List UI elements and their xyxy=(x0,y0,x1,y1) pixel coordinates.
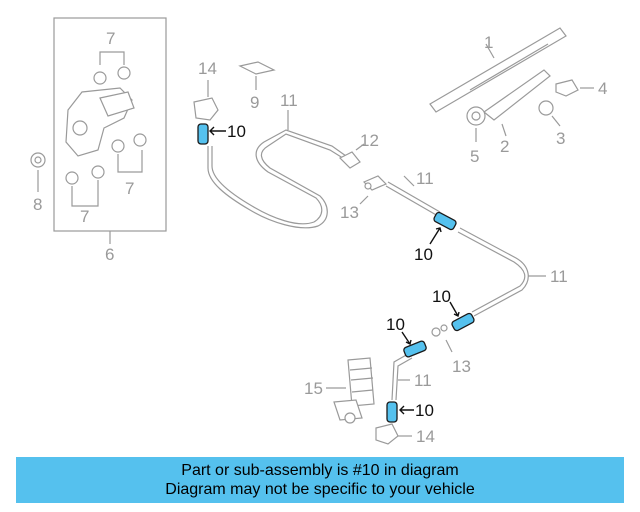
callout-7b: 7 xyxy=(125,179,134,198)
clip-9: 9 xyxy=(238,61,276,112)
connector-13-lower: 13 xyxy=(431,324,471,376)
callout-5: 5 xyxy=(470,147,479,166)
callout-3: 3 xyxy=(556,129,565,148)
nozzle-14-lower: 14 xyxy=(375,423,435,446)
grommet-right xyxy=(111,139,125,153)
label-10-a: 10 xyxy=(227,122,246,141)
hose-lower-long: 11 xyxy=(457,227,568,317)
grommet-lower xyxy=(65,171,79,185)
callout-11d: 11 xyxy=(414,371,432,390)
hose-joint-10-d[interactable] xyxy=(403,340,427,358)
callout-14b: 14 xyxy=(416,427,435,446)
motor-cap-4 xyxy=(555,79,579,97)
pointer-10-a xyxy=(209,126,226,136)
label-10-d: 10 xyxy=(386,315,405,334)
wiper-arm-group: 1 5 2 4 3 xyxy=(429,27,607,166)
leader-7b xyxy=(117,150,143,173)
pump-15: 15 xyxy=(304,357,375,424)
hose-joint-10-e[interactable] xyxy=(386,401,398,423)
hose-loop-upper: 11 xyxy=(207,91,347,229)
pointer-10-d xyxy=(401,331,412,346)
label-10-c: 10 xyxy=(432,287,451,306)
label-10-b: 10 xyxy=(414,245,433,264)
valve-12: 12 xyxy=(338,131,379,169)
callout-7c: 7 xyxy=(80,207,89,226)
callout-7a: 7 xyxy=(106,29,115,48)
leader-7a xyxy=(99,51,125,65)
hose-middle: 11 xyxy=(385,169,441,217)
pointer-10-e xyxy=(399,405,414,415)
hose-joint-10-a[interactable] xyxy=(197,123,209,145)
banner-line-1: Part or sub-assembly is #10 in diagram xyxy=(181,462,459,479)
nut-8: 8 xyxy=(30,152,46,214)
nozzle-14-upper: 14 xyxy=(193,59,219,121)
callout-6: 6 xyxy=(105,245,114,264)
motor-shaft xyxy=(72,120,88,136)
callout-9: 9 xyxy=(250,93,259,112)
callout-8: 8 xyxy=(33,195,42,214)
wiper-arm xyxy=(482,69,551,121)
bolt-upper-right xyxy=(117,66,131,80)
motor-assembly-group: 7 7 7 6 xyxy=(53,17,167,264)
pointer-10-b xyxy=(429,227,442,245)
bolt-lower xyxy=(91,165,105,179)
callout-1: 1 xyxy=(484,33,493,52)
bolt-right xyxy=(133,133,147,147)
hose-joint-10-b[interactable] xyxy=(433,211,457,231)
callout-13a: 13 xyxy=(340,203,359,222)
banner-line-2: Diagram may not be specific to your vehi… xyxy=(165,481,475,498)
motor-housing xyxy=(99,91,135,117)
grommet-3 xyxy=(538,100,554,116)
connector-13-upper: 13 xyxy=(340,175,388,222)
part-10-highlights[interactable]: 10 10 10 10 10 xyxy=(197,122,475,423)
wiper-blade xyxy=(429,27,567,113)
callout-11b: 11 xyxy=(416,169,434,188)
callout-11c: 11 xyxy=(550,267,568,286)
info-banner: Part or sub-assembly is #10 in diagram D… xyxy=(16,457,624,503)
callout-12: 12 xyxy=(360,131,379,150)
pointer-10-c xyxy=(449,301,460,318)
hose-joint-10-c[interactable] xyxy=(451,312,475,332)
grommet-upper-left xyxy=(93,71,107,85)
parts-diagram: 7 7 7 6 8 14 9 11 12 13 xyxy=(30,17,607,446)
callout-14a: 14 xyxy=(198,59,217,78)
hose-lower-short: 11 xyxy=(391,353,432,401)
leader-7c xyxy=(71,180,99,207)
callout-2: 2 xyxy=(500,137,509,156)
callout-4: 4 xyxy=(598,79,607,98)
callout-11a: 11 xyxy=(280,91,298,110)
callout-15: 15 xyxy=(304,379,323,398)
callout-13b: 13 xyxy=(452,357,471,376)
label-10-e: 10 xyxy=(415,401,434,420)
